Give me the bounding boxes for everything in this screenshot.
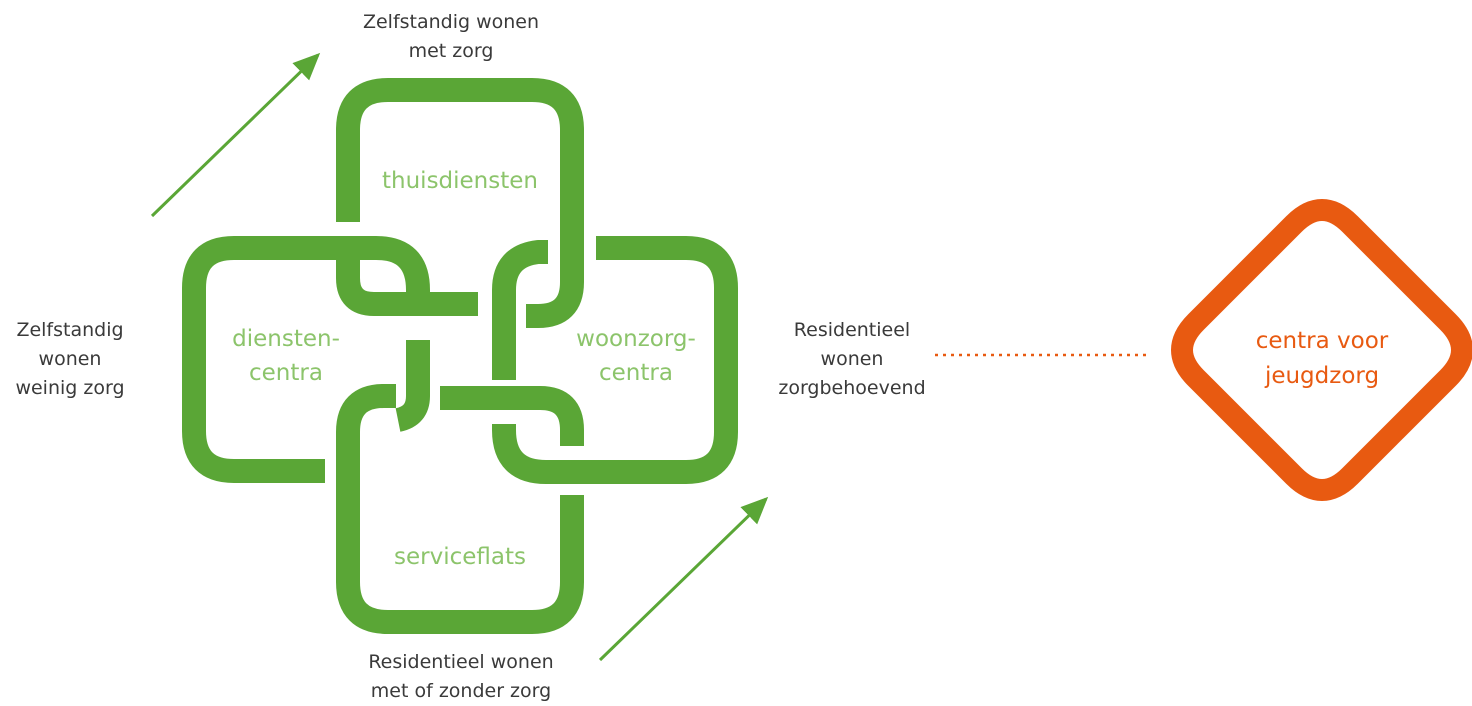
ring-top <box>336 78 584 328</box>
label-right: Residentieel wonen zorgbehoevend <box>762 316 942 403</box>
ring-label-bottom: serviceflats <box>360 540 560 574</box>
diamond-node-shape <box>1171 199 1472 501</box>
ring-right-inner-left <box>492 240 550 380</box>
label-left-line-3: weinig zorg <box>15 377 125 399</box>
ring-label-top-line-1: thuisdiensten <box>382 168 538 194</box>
ring-label-right: woonzorg- centra <box>556 322 716 390</box>
label-left-line-1: Zelfstandig <box>16 319 124 341</box>
chain-links <box>182 78 738 634</box>
label-bottom: Residentieel wonen met of zonder zorg <box>336 648 586 706</box>
ring-label-top: thuisdiensten <box>360 164 560 198</box>
label-left: Zelfstandig wonen weinig zorg <box>0 316 140 403</box>
label-bottom-line-2: met of zonder zorg <box>370 680 552 702</box>
arrow-bottom-right <box>598 496 769 662</box>
label-top-line-1: Zelfstandig wonen <box>362 11 540 33</box>
diamond-node-line-2: jeugdzorg <box>1264 363 1380 389</box>
ring-label-right-line-1: woonzorg- <box>576 326 696 352</box>
ring-right <box>492 236 738 484</box>
arrow-top-left <box>150 52 321 218</box>
ring-label-left: diensten- centra <box>206 322 366 390</box>
diamond-node-label: centra voor jeugdzorg <box>1222 324 1422 394</box>
ring-top-lower-left <box>336 258 478 316</box>
ring-left-inner-right <box>394 340 430 432</box>
diamond-node-line-1: centra voor <box>1255 328 1389 354</box>
ring-bottom-upper-right <box>440 386 584 446</box>
label-right-line-2: wonen <box>820 348 884 370</box>
ring-label-bottom-line-1: serviceflats <box>394 544 526 570</box>
ring-left <box>182 236 430 483</box>
label-left-line-2: wonen <box>38 348 102 370</box>
ring-label-left-line-2: centra <box>249 360 323 386</box>
label-right-line-3: zorgbehoevend <box>778 377 926 399</box>
label-right-line-1: Residentieel <box>793 319 911 341</box>
ring-label-right-line-2: centra <box>599 360 673 386</box>
label-bottom-line-1: Residentieel wonen <box>368 651 554 673</box>
label-top-line-2: met zorg <box>408 40 494 62</box>
ring-bottom <box>336 384 584 634</box>
ring-label-left-line-1: diensten- <box>232 326 340 352</box>
label-top: Zelfstandig wonen met zorg <box>336 8 566 66</box>
